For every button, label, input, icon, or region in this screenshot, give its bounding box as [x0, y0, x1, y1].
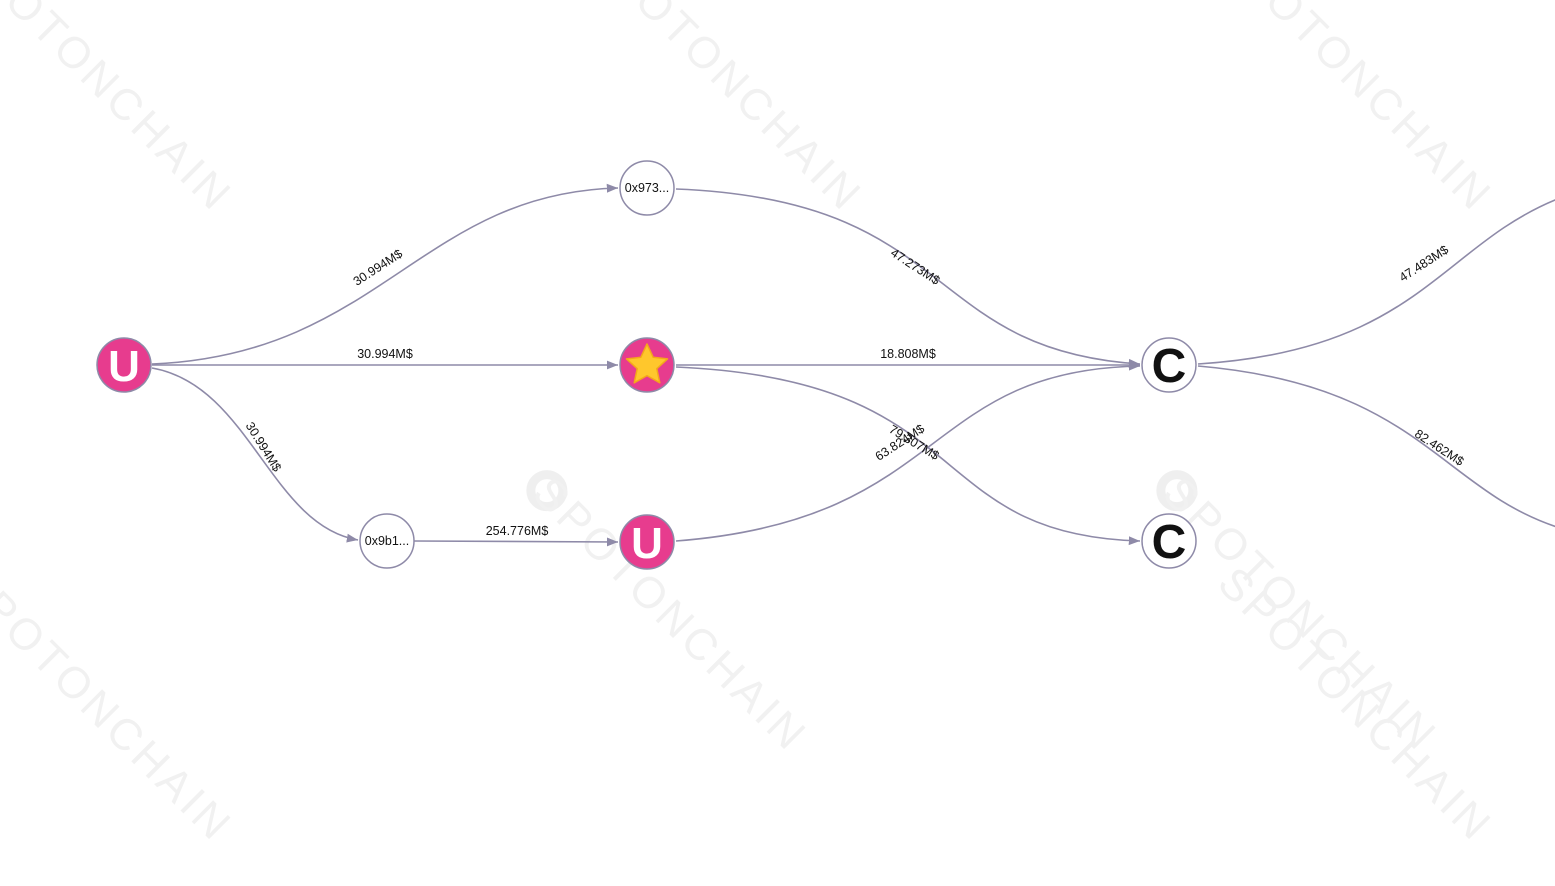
node-c-main[interactable]: C: [1141, 337, 1197, 393]
edge-label: 30.994M$: [243, 420, 284, 475]
edge-label: 254.776M$: [486, 524, 549, 538]
watermark-logo-icon: [1156, 470, 1198, 512]
edge-label: 47.483M$: [1397, 243, 1451, 285]
watermark-text: SPOTONCHAIN: [0, 0, 242, 221]
edge-label: 30.994M$: [351, 247, 405, 289]
node-address-label: 0x973...: [625, 181, 669, 195]
node-address-label: 0x9b1...: [365, 534, 409, 548]
watermark: SPOTONCHAIN: [1209, 558, 1502, 851]
watermark: SPOTONCHAIN: [0, 558, 242, 851]
edges: [151, 183, 1555, 547]
node-u-bottom[interactable]: U: [619, 514, 675, 570]
edge-0x9b1-to-u-bottom[interactable]: [413, 537, 619, 547]
edge-0x973-to-c-main[interactable]: [675, 188, 1141, 368]
watermark-text: SPOTONCHAIN: [1209, 558, 1502, 851]
node-star[interactable]: [619, 337, 675, 393]
watermark-text: SPOTONCHAIN: [1209, 0, 1502, 221]
watermark-layer: SPOTONCHAIN SPOTONCHAIN SPOTONCHAIN SPOTONC…: [0, 0, 1502, 851]
edge-u-to-0x9b1[interactable]: [151, 367, 359, 543]
watermark-logo-icon: [526, 470, 568, 512]
edge-c-main-to-offscreen-bottom[interactable]: [1197, 365, 1555, 528]
edge-u-to-0x973[interactable]: [151, 183, 619, 365]
watermark-text: SPOTONCHAIN: [0, 558, 242, 851]
edge-labels: 30.994M$ 30.994M$ 30.994M$ 254.776M$ 47.…: [243, 243, 1467, 538]
watermark: SPOTONCHAIN: [1209, 0, 1502, 221]
edge-label: 47.273M$: [888, 246, 942, 288]
node-letter: U: [108, 342, 140, 391]
edge-c-main-to-offscreen-top[interactable]: [1197, 198, 1555, 365]
node-letter: U: [631, 519, 663, 568]
watermark: SPOTONCHAIN: [0, 0, 242, 221]
watermark: SPOTONCHAIN: [524, 468, 817, 761]
node-c-bottom[interactable]: C: [1141, 513, 1197, 569]
node-address-0x973[interactable]: 0x973...: [619, 160, 675, 216]
star-icon: [625, 343, 669, 384]
nodes: U 0x973... 0x9b1... U C C: [96, 160, 1197, 570]
node-address-0x9b1[interactable]: 0x9b1...: [359, 513, 415, 569]
edge-u-bottom-to-c-main[interactable]: [675, 361, 1141, 542]
node-letter: C: [1152, 516, 1187, 569]
watermark-text: SPOTONCHAIN: [524, 468, 817, 761]
edge-label: 18.808M$: [880, 347, 936, 361]
edge-label: 82.462M$: [1412, 427, 1466, 469]
node-u-left[interactable]: U: [96, 337, 152, 393]
node-letter: C: [1152, 340, 1187, 393]
edge-label: 30.994M$: [357, 347, 413, 361]
edge-star-to-c-bottom[interactable]: [675, 366, 1141, 546]
